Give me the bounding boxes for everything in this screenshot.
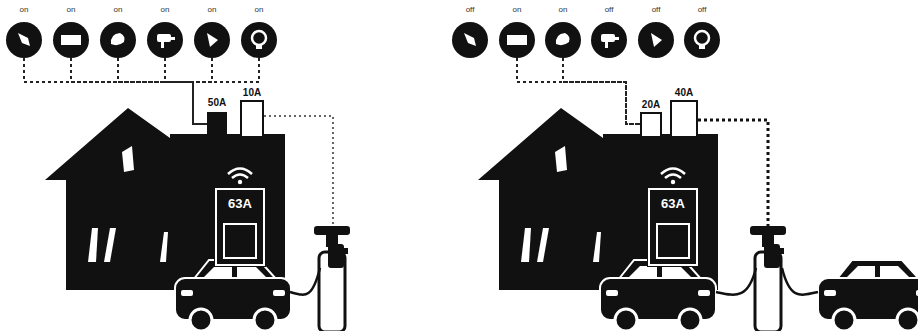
state-label: off [605,5,614,14]
appliance-circle: on [100,22,136,58]
power-line [24,58,207,124]
power-line [517,58,640,124]
appliance-circle: off [591,22,627,58]
state-label: on [255,5,264,14]
breaker-box: 20A [640,112,662,136]
ampere-label: 10A [243,87,261,98]
state-label: on [161,5,170,14]
ampere-label: 63A [217,196,263,211]
state-label: on [20,5,29,14]
ampere-label: 50A [208,97,226,108]
appliance-circle: on [53,22,89,58]
state-label: off [466,5,475,14]
state-label: on [208,5,217,14]
ampere-label: 40A [675,87,693,98]
state-label: on [67,5,76,14]
appliance-circle: on [241,22,277,58]
state-label: off [652,5,661,14]
appliance-circle: on [194,22,230,58]
appliance-circle: on [545,22,581,58]
state-label: on [559,5,568,14]
appliance-circle: off [684,22,720,58]
main-meter-box: 63A [215,188,265,266]
appliance-circle: off [638,22,674,58]
main-meter-box: 63A [648,188,698,266]
ampere-label: 20A [642,99,660,110]
state-label: on [114,5,123,14]
breaker-box: 50A [207,112,227,136]
state-label: off [698,5,707,14]
breaker-box: 10A [240,100,264,136]
power-line [165,58,207,124]
breaker-box: 40A [670,100,698,136]
appliance-circle: off [452,22,488,58]
appliance-circle: on [147,22,183,58]
state-label: on [513,5,522,14]
power-line [563,58,640,124]
appliance-circle: on [499,22,535,58]
appliance-circle: on [6,22,42,58]
ampere-label: 63A [650,196,696,211]
power-line [71,58,207,124]
